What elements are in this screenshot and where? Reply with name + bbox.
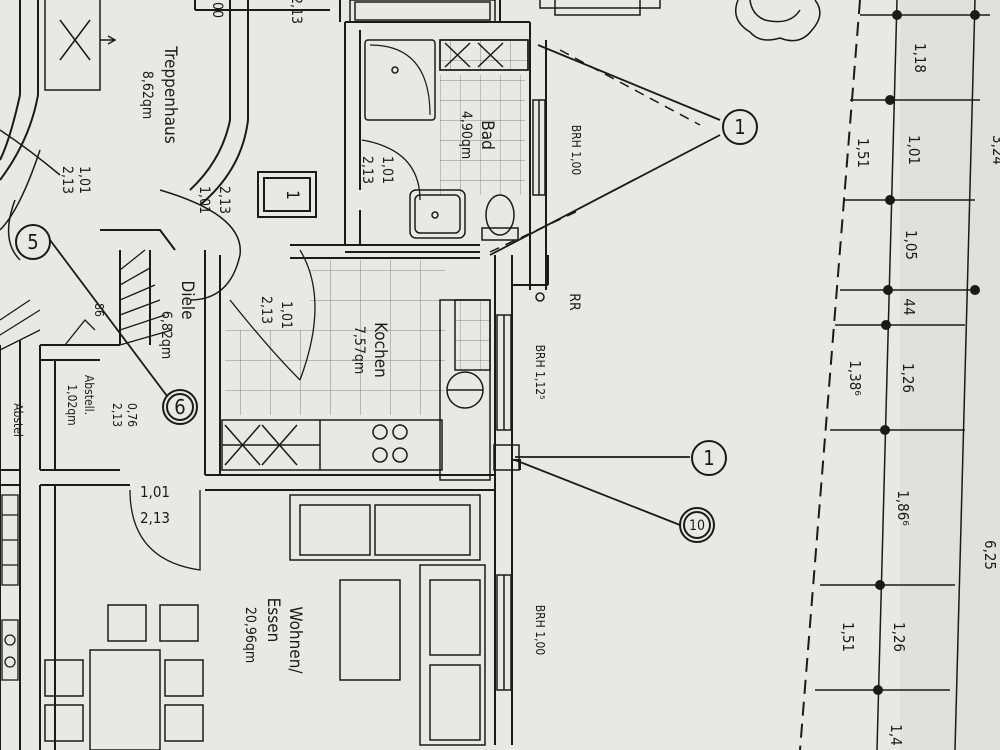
shadow-corner [900,0,1000,750]
unit-number: 1 [282,190,302,200]
diele-door-arc [129,489,201,571]
callout-dashed [489,49,701,253]
dim-middle-3: 1,51 [839,622,857,652]
callout-10: 10 [689,518,705,534]
dim-outer-1: 3,24 [989,135,1000,165]
room-name-abstell-2: Abstel [11,403,25,437]
callout-1-mid: 1 [703,446,714,470]
wohnen-furniture [44,494,512,750]
top-dimension-label: 2,13 [288,0,304,24]
door-abstell-height: 2,13 [110,403,124,427]
callout-6: 6 [174,395,185,419]
dim-inner-2: 1,01 [905,135,923,165]
room-area-abstell: 1,02qm [65,384,79,425]
dim-inner-8: 1,4 [887,724,905,745]
room-area-diele: 6,82qm [158,311,174,359]
room-name-diele: Diele [177,280,197,319]
walls [0,0,549,750]
dim-outer-2: 6,25 [981,540,999,570]
room-area-bad: 4,90qm [458,111,474,159]
kochen-fixtures [221,249,545,481]
brh-wohnen-label: BRH 1,00 [533,605,547,656]
dim-inner-6: 1,86⁶ [894,490,912,525]
callout-5: 5 [27,230,38,254]
brh-bad-label: BRH 1,00 [569,125,583,176]
badge-86: 86 [92,303,106,317]
top-fixtures [349,0,661,23]
door-bad-height: 2,13 [359,156,375,184]
dim-inner-1: 1,18 [911,43,929,73]
door-kochen-width: 1,01 [278,301,294,329]
dim-middle-2: 1,38⁶ [846,360,864,395]
room-name-treppenhaus: Treppenhaus [160,45,180,143]
door-wohnen-height: 2,13 [140,509,170,527]
left-cabinet [1,494,19,681]
diele-stairs [0,249,173,351]
door-treppenhaus-height: 2,13 [59,166,75,194]
dim-inner-4: 44 [900,298,918,315]
room-name-bad: Bad [477,120,497,150]
dim-middle-1: 1,51 [854,138,872,168]
door-bad-width: 1,01 [379,156,395,184]
rr-label: RR [566,293,582,311]
bad-fixtures [361,39,546,241]
dim-inner-7: 1,26 [890,622,908,652]
dim-inner-3: 1,05 [902,230,920,260]
door-kochen-height: 2,13 [258,296,274,324]
door-diele-top-height: 2,13 [216,186,232,214]
callout-leaders [49,44,721,526]
brh-kochen-label: BRH 1,12⁵ [533,345,547,400]
dimension-lines [799,0,990,750]
door-wohnen-width: 1,01 [140,483,170,501]
door-diele-top-width: 1,01 [196,186,212,214]
room-area-kochen: 7,57qm [351,326,367,374]
room-area-treppenhaus: 8,62qm [139,71,155,119]
unit-box [257,171,317,218]
treppenhaus-fixtures [0,0,241,301]
room-name-wohnen-line2: Essen [263,598,283,643]
callout-circles [15,109,758,543]
door-treppenhaus-width: 1,01 [76,166,92,194]
callout-1-top: 1 [734,115,745,139]
door-abstell-width: 0,76 [125,403,139,427]
dimension-dots [873,10,980,695]
room-name-abstell: Abstell. [82,375,96,415]
room-name-kochen: Kochen [370,322,390,378]
tree-symbol [735,0,821,42]
dim-inner-5: 1,26 [899,363,917,393]
room-name-wohnen-line1: Wohnen/ [285,606,305,674]
room-area-wohnen: 20,96qm [242,607,258,663]
top-left-label: 00 [209,2,225,18]
